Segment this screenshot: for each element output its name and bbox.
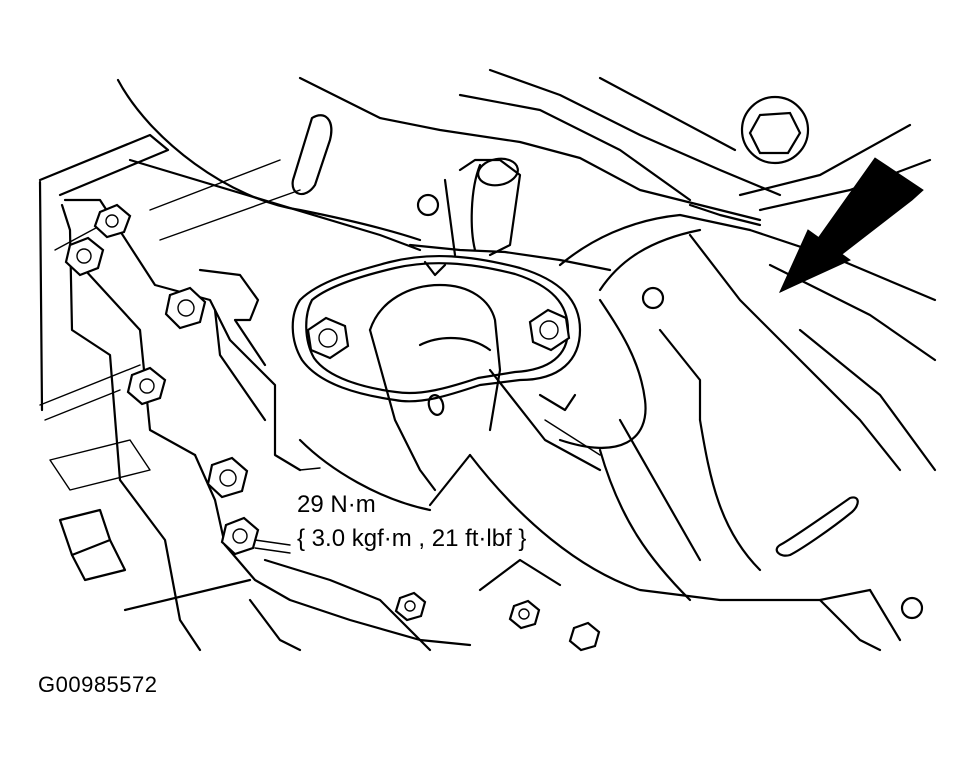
bolt-icon	[220, 516, 260, 556]
flange-nut-right	[528, 308, 571, 352]
bolt-icon	[64, 236, 105, 277]
slot-hole	[291, 114, 333, 196]
bolt-icon	[568, 621, 601, 652]
exhaust-pipe	[408, 157, 612, 272]
torque-value-metric: 29 N·m	[297, 491, 376, 518]
torque-value-alt-units: { 3.0 kgf·m , 21 ft·lbf }	[297, 525, 527, 552]
bolt-icon	[206, 456, 249, 499]
round-hole	[416, 193, 440, 217]
mounting-bracket	[63, 198, 472, 647]
bolt-icon	[394, 591, 427, 622]
bolt-icon	[126, 366, 167, 406]
bolt-icon	[306, 316, 350, 360]
upper-body-panel	[116, 68, 937, 472]
flange-nut-left	[306, 316, 350, 360]
leader-line	[299, 467, 321, 471]
heat-shield	[468, 213, 902, 652]
direction-arrow-icon	[778, 157, 924, 294]
bolt-icon	[528, 308, 571, 352]
bolt-icon	[164, 286, 207, 330]
bracket-bolts	[64, 203, 601, 652]
round-hole	[900, 596, 924, 620]
bolt-icon	[740, 95, 810, 165]
figure-id: G00985572	[38, 672, 158, 697]
bolt-icon	[508, 599, 541, 630]
lower-structure	[248, 438, 562, 652]
slot-hole	[775, 496, 859, 557]
bolt-icon	[93, 203, 132, 239]
transmission-case	[38, 133, 422, 652]
exhaust-flange	[291, 254, 602, 492]
